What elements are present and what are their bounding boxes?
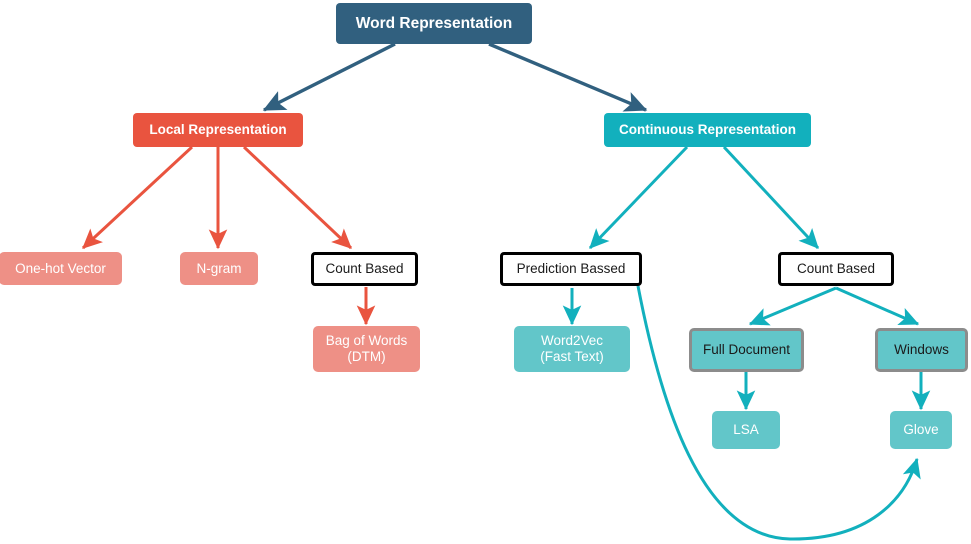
node-continuous-representation[interactable]: Continuous Representation	[604, 113, 811, 147]
node-word-representation[interactable]: Word Representation	[336, 3, 532, 44]
node-glove[interactable]: Glove	[890, 411, 952, 449]
edge-count-based-continuous-to-windows	[835, 286, 920, 326]
node-count-based-local[interactable]: Count Based	[311, 252, 418, 286]
node-windows[interactable]: Windows	[875, 328, 968, 372]
edge-local-representation-to-count-based-local	[242, 145, 353, 250]
edge-count-based-continuous-to-full-document	[748, 286, 837, 326]
edge-continuous-representation-to-count-based-continuous	[722, 145, 820, 250]
node-n-gram[interactable]: N-gram	[180, 252, 258, 285]
edge-continuous-representation-to-prediction-bassed	[588, 145, 689, 250]
node-full-document[interactable]: Full Document	[689, 328, 804, 372]
edge-word-representation-to-local-representation	[262, 42, 396, 112]
node-prediction-bassed[interactable]: Prediction Bassed	[500, 252, 642, 286]
edge-word-representation-to-continuous-representation	[488, 42, 648, 112]
node-word2vec[interactable]: Word2Vec (Fast Text)	[514, 326, 630, 372]
node-local-representation[interactable]: Local Representation	[133, 113, 303, 147]
edge-local-representation-to-one-hot-vector	[81, 145, 194, 250]
node-bag-of-words[interactable]: Bag of Words (DTM)	[313, 326, 420, 372]
node-count-based-continuous[interactable]: Count Based	[778, 252, 894, 286]
node-one-hot-vector[interactable]: One-hot Vector	[0, 252, 122, 285]
node-lsa[interactable]: LSA	[712, 411, 780, 449]
